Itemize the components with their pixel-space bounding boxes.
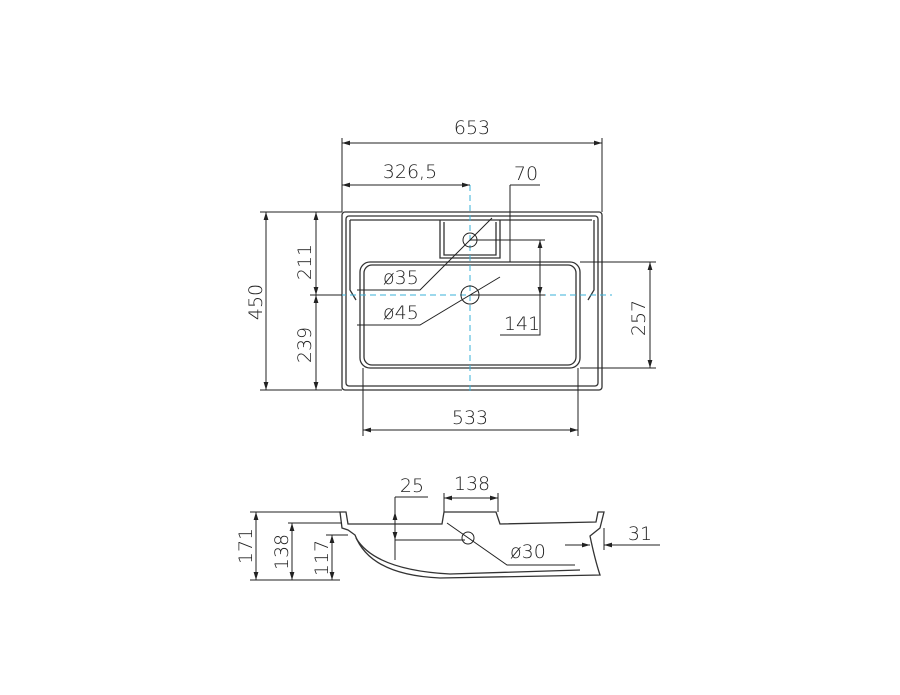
dim-326-5: 326,5 [383, 161, 437, 183]
top-view: 653 326,5 70 450 211 239 257 141 533 ø35… [245, 117, 656, 436]
overflow-hole [461, 531, 475, 545]
side-profile [339, 511, 605, 579]
dim-141: 141 [504, 313, 540, 335]
label-drain-hole: ø45 [383, 302, 419, 324]
side-view: 171 138 117 25 138 ø30 31 [235, 473, 660, 581]
dim-533: 533 [452, 407, 488, 429]
dim-138-notch: 138 [454, 473, 490, 495]
label-overflow: ø30 [510, 541, 546, 563]
dim-25: 25 [400, 475, 424, 497]
outer-outline [341, 211, 603, 391]
dim-211: 211 [294, 244, 316, 280]
dim-138-height: 138 [271, 534, 293, 570]
dim-450: 450 [245, 284, 267, 320]
dim-239: 239 [294, 327, 316, 363]
label-tap-hole: ø35 [383, 267, 419, 289]
dim-257: 257 [628, 300, 650, 336]
dim-31: 31 [628, 523, 652, 545]
dim-70: 70 [514, 163, 538, 185]
dim-171: 171 [235, 528, 257, 564]
dim-653: 653 [454, 117, 490, 139]
dim-117: 117 [311, 540, 333, 576]
